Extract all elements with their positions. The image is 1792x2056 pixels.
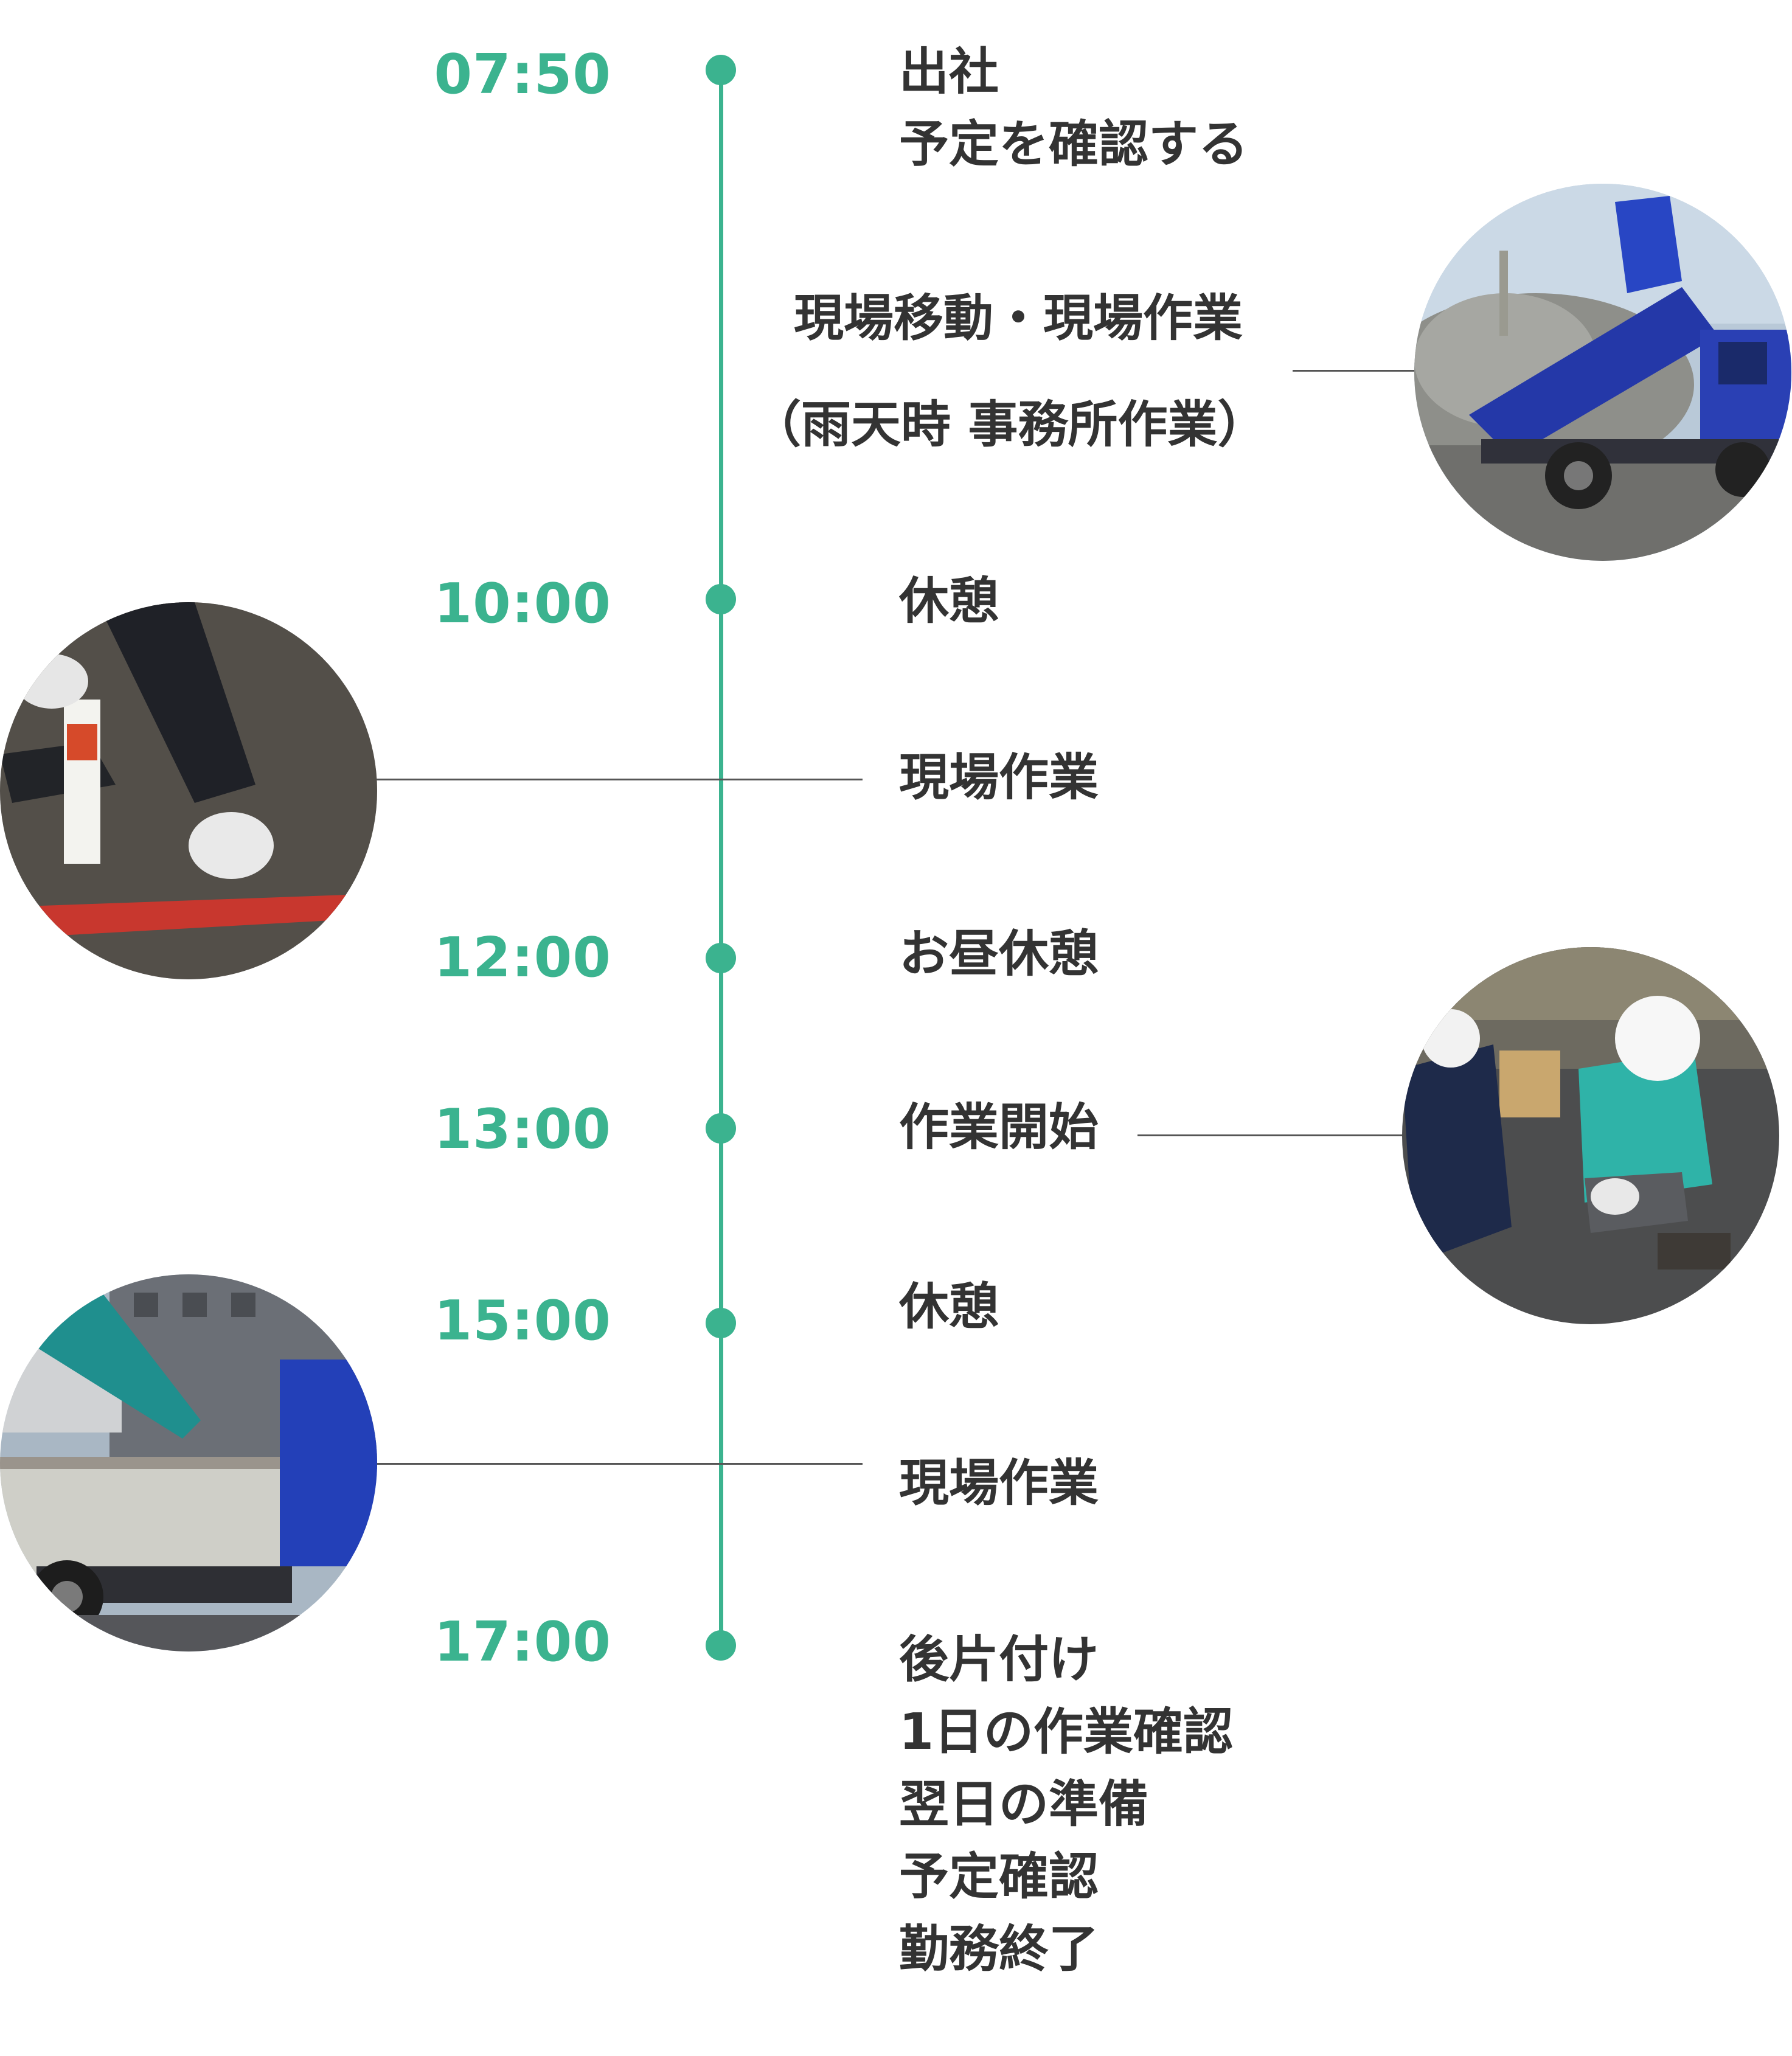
time-0750: 07:50 [434, 43, 611, 106]
label-lunch: お昼休憩 [899, 925, 1099, 983]
timeline-dot-1500 [706, 1308, 736, 1338]
timeline-line [719, 68, 723, 1645]
timeline-dot-1300 [706, 1113, 736, 1144]
time-1300: 13:00 [434, 1097, 611, 1161]
photo-measuring-staff [0, 602, 377, 979]
timeline-dot-1700 [706, 1630, 736, 1661]
label-break-1500: 休憩 [899, 1278, 999, 1336]
label-arrival: 出社 予定を確認する [899, 43, 1249, 173]
photo-dump-truck [1414, 184, 1791, 561]
label-work-start: 作業開始 [899, 1099, 1099, 1156]
photo-crane-truck [0, 1274, 377, 1651]
label-site-work-1: 現場作業 [899, 749, 1099, 807]
photo-workers [1402, 947, 1779, 1324]
connector-photo-crane-truck [371, 1463, 863, 1465]
time-1000: 10:00 [434, 572, 611, 636]
label-closing: 後片付け 1日の作業確認 翌日の準備 予定確認 勤務終了 [899, 1631, 1234, 1978]
label-site-move: 現場移動・現場作業 [794, 290, 1243, 347]
connector-photo-workers [1137, 1134, 1405, 1136]
time-1700: 17:00 [434, 1610, 611, 1674]
label-break-1000: 休憩 [899, 572, 999, 630]
timeline-dot-1200 [706, 943, 736, 973]
timeline-dot-0750 [706, 55, 736, 85]
label-site-work-2: 現場作業 [899, 1454, 1099, 1512]
connector-photo-measuring [371, 779, 863, 780]
time-1500: 15:00 [434, 1289, 611, 1353]
label-rain-note: （雨天時 事務所作業） [751, 396, 1268, 454]
connector-photo-dump-truck [1293, 370, 1420, 372]
timeline-dot-1000 [706, 584, 736, 614]
time-1200: 12:00 [434, 926, 611, 990]
